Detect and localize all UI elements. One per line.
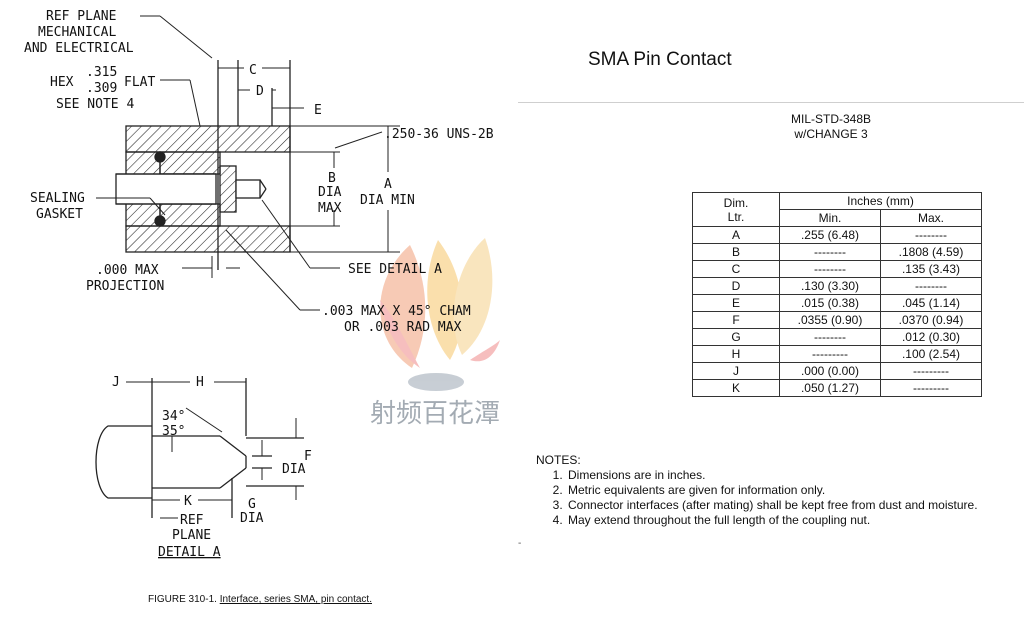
label-ref-plane: REF PLANE [46,9,116,24]
label-hex: HEX [50,75,74,90]
dimension-lines-detail [126,381,297,519]
note-item: Connector interfaces (after mating) shal… [566,498,978,513]
note-item: Dimensions are in inches. [566,468,978,483]
standard-line-2: w/CHANGE 3 [794,127,868,141]
label-gasket: GASKET [36,207,83,222]
table-row: K.050 (1.27)--------- [692,379,982,397]
header-dim-ltr: Dim.Ltr. [692,192,780,227]
label-hex-top: .315 [86,65,117,80]
dimension-table: Dim.Ltr. Inches (mm) Min. Max. A.255 (6.… [692,192,982,397]
label-thread: .250-36 UNS-2B [384,127,494,142]
connector-cross-section [115,60,291,270]
notes-section: NOTES: Dimensions are in inches. Metric … [536,453,978,528]
label-a-dia-min: DIA MIN [360,193,415,208]
notes-heading: NOTES: [536,453,581,467]
label-b-max: MAX [318,201,342,216]
label-angle-35: 35° [162,424,185,439]
dimension-lines-upper [96,15,400,311]
label-angle-34: 34° [162,409,185,424]
caption-prefix: FIGURE 310-1. [148,594,217,605]
label-f-dia: DIA [282,462,306,477]
header-divider [518,102,1024,103]
technical-drawing: 射频百花潭 [24,9,500,560]
table-row: E.015 (0.38).045 (1.14) [692,294,982,312]
table-row: C--------.135 (3.43) [692,260,982,278]
label-mechanical: MECHANICAL [38,25,116,40]
note-item: Metric equivalents are given for informa… [566,483,978,498]
label-g-dia: DIA [240,511,264,526]
caption-text: Interface, series SMA, pin contact. [219,594,372,605]
label-flat: FLAT [124,75,155,90]
label-detail-a: DETAIL A [158,545,221,560]
standard-reference: MIL-STD-348B w/CHANGE 3 [736,112,926,142]
label-chamfer: .003 MAX X 45° CHAM [322,304,471,319]
label-c: C [249,63,257,78]
page-title: SMA Pin Contact [588,49,732,70]
label-see-note: SEE NOTE 4 [56,97,134,112]
label-ref: REF [180,513,204,528]
label-h: H [196,375,204,390]
table-row: B--------.1808 (4.59) [692,243,982,261]
detail-a-pin [95,378,304,518]
watermark-logo [380,238,500,391]
watermark-text: 射频百花潭 [370,399,500,429]
table-row: G--------.012 (0.30) [692,328,982,346]
label-e: E [314,103,322,118]
label-see-detail: SEE DETAIL A [348,262,442,277]
label-f: F [304,449,312,464]
label-projection: PROJECTION [86,279,164,294]
label-sealing: SEALING [30,191,85,206]
label-and-electrical: AND ELECTRICAL [24,41,134,56]
label-projection-max: .000 MAX [96,263,159,278]
stray-dash: - [518,538,522,549]
label-plane: PLANE [172,528,211,543]
label-k: K [184,494,192,509]
label-g: G [248,497,256,512]
table-row: H---------.100 (2.54) [692,345,982,363]
figure-caption: FIGURE 310-1. Interface, series SMA, pin… [148,594,372,605]
label-j: J [112,375,120,390]
label-b: B [328,171,336,186]
table-row: F.0355 (0.90).0370 (0.94) [692,311,982,329]
standard-line-1: MIL-STD-348B [790,112,872,126]
table-row: A.255 (6.48)-------- [692,226,982,244]
label-d: D [256,84,264,99]
header-max: Max. [880,209,982,227]
label-b-dia: DIA [318,185,342,200]
label-hex-bot: .309 [86,81,117,96]
label-radius: OR .003 RAD MAX [344,320,462,335]
note-item: May extend throughout the full length of… [566,513,978,528]
label-a: A [384,177,392,192]
header-inches-mm: Inches (mm) [779,192,982,210]
table-row: J.000 (0.00)--------- [692,362,982,380]
header-min: Min. [779,209,881,227]
table-row: D.130 (3.30)-------- [692,277,982,295]
